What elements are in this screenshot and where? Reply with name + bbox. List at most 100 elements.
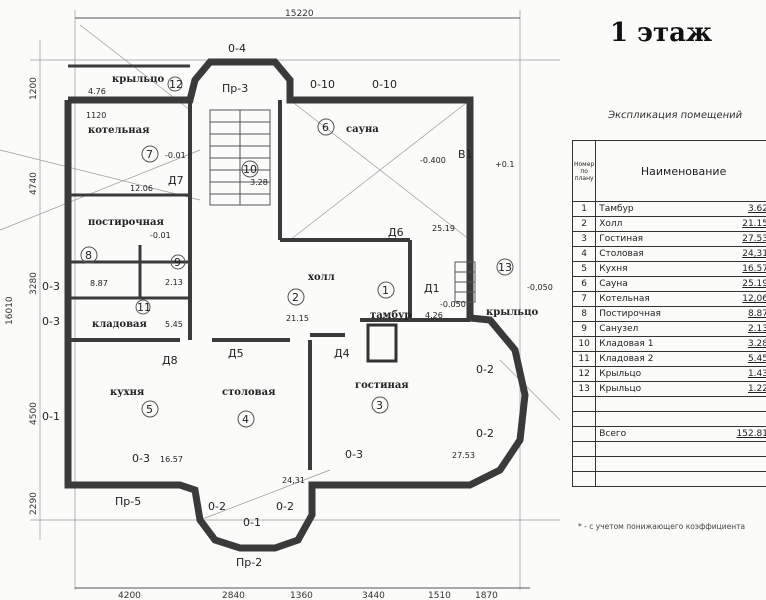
area: 12.06 (130, 184, 153, 193)
room-area-cell: 3.28 (708, 336, 766, 352)
area: 16.57 (160, 455, 183, 464)
fireplace (366, 323, 398, 363)
area: 4.76 (88, 87, 106, 96)
window-mark: 0-2 (208, 500, 226, 513)
area: 4.26 (425, 311, 443, 320)
room-label-holl: холл (308, 272, 335, 283)
room-area-cell: 12,06 (708, 291, 766, 307)
room-number: 5 (146, 403, 153, 416)
total-value: 152.81 (708, 426, 766, 442)
explication-title: Экспликация помещений (607, 110, 743, 121)
dim-top-total: 15220 (285, 9, 314, 19)
dim-left: 2290 (29, 492, 39, 515)
room-name-cell: Крыльцо (595, 366, 709, 382)
room-area-cell: 16.57 (708, 261, 766, 277)
window-mark: 0-2 (476, 427, 494, 440)
room-number: 1 (382, 284, 389, 297)
window-mark: 0-3 (345, 448, 363, 461)
room-label-kuhnya: кухня (110, 387, 145, 398)
window-mark: 0-3 (42, 315, 60, 328)
window-mark: 0-2 (276, 500, 294, 513)
total-label: Всего (595, 426, 709, 442)
window-mark: 0-10 (310, 78, 335, 91)
area: 5.45 (165, 320, 183, 329)
room-number: 8 (85, 249, 92, 262)
room-number: 2 (292, 291, 299, 304)
room-name-cell: Тамбур (595, 201, 709, 217)
room-number-cell: 13 (571, 381, 597, 397)
level-mark: -0,050 (527, 283, 553, 292)
stairs (209, 109, 476, 303)
dim-left: 4500 (29, 402, 39, 425)
room-area-cell: 1.43 (708, 366, 766, 382)
room-number-cell: 5 (571, 261, 597, 277)
opening-mark: Пр-3 (222, 82, 248, 95)
window-mark: 0-3 (132, 452, 150, 465)
dims-bottom: 4200 2840 1360 3440 1510 1870 (75, 587, 530, 600)
room-number: 7 (146, 148, 153, 161)
dim-left: 3280 (29, 272, 39, 295)
dim-bottom: 2840 (222, 591, 245, 600)
dim-left: 4740 (29, 172, 39, 195)
room-name-cell: Столовая (595, 246, 709, 262)
room-number: 13 (498, 261, 512, 274)
room-area-cell: 8.87 (708, 306, 766, 322)
room-label-postirochnaya: постирочная (88, 217, 164, 228)
room-area-cell: 21.15 (708, 216, 766, 232)
page-title: 1 этаж (610, 18, 713, 48)
header-name: Наименование (595, 140, 766, 202)
room-number: 4 (242, 413, 249, 426)
room-label-krylco-top: крыльцо (112, 74, 164, 85)
dim-bottom: 4200 (118, 591, 141, 600)
room-name-cell: Гостиная (595, 231, 709, 247)
dim-bottom: 1870 (475, 591, 498, 600)
room-label-sauna: сауна (346, 124, 379, 135)
room-number: 9 (174, 256, 181, 269)
area: 27.53 (452, 451, 475, 460)
room-area-cell: 3.62 (708, 201, 766, 217)
area: 2.13 (165, 278, 183, 287)
area: 24,31 (282, 476, 305, 485)
room-label-kotelnaya: котельная (88, 125, 150, 136)
vent-mark: В1 (458, 148, 473, 161)
window-mark: 0-2 (476, 363, 494, 376)
room-number-markers: 1 2 3 4 5 6 7 8 9 10 11 12 13 (80, 76, 514, 428)
room-number-cell: 12 (571, 366, 597, 382)
window-mark: 0-3 (42, 280, 60, 293)
room-area-cell: 1.22 (708, 381, 766, 397)
dim-bottom: 1510 (428, 591, 451, 600)
area: 25.19 (432, 224, 455, 233)
room-number-cell: 2 (571, 216, 597, 232)
room-name-cell: Котельная (595, 291, 709, 307)
header-number: Номер по плану (571, 140, 597, 202)
room-areas: 4.26 21.15 27.53 24,31 16.57 25.19 12.06… (88, 87, 475, 485)
room-name-cell: Кладовая 1 (595, 336, 709, 352)
table-row (571, 441, 766, 457)
room-label-gostinaya: гостиная (355, 380, 409, 391)
area: 8.87 (90, 279, 108, 288)
room-label-tambur: тамбур (370, 310, 411, 321)
room-label-kladovaya: кладовая (92, 319, 148, 330)
window-mark: 0-1 (42, 410, 60, 423)
window-mark: 0-10 (372, 78, 397, 91)
level-mark: +0.1 (495, 160, 514, 169)
room-label-krylco-right: крыльцо (486, 307, 538, 318)
dim-left-total: 16010 (5, 296, 15, 325)
opening-mark: Пр-5 (115, 495, 141, 508)
level-mark: -0.400 (420, 156, 446, 165)
room-number-cell: 4 (571, 246, 597, 262)
room-number: 10 (243, 163, 257, 176)
room-number: 6 (322, 121, 329, 134)
